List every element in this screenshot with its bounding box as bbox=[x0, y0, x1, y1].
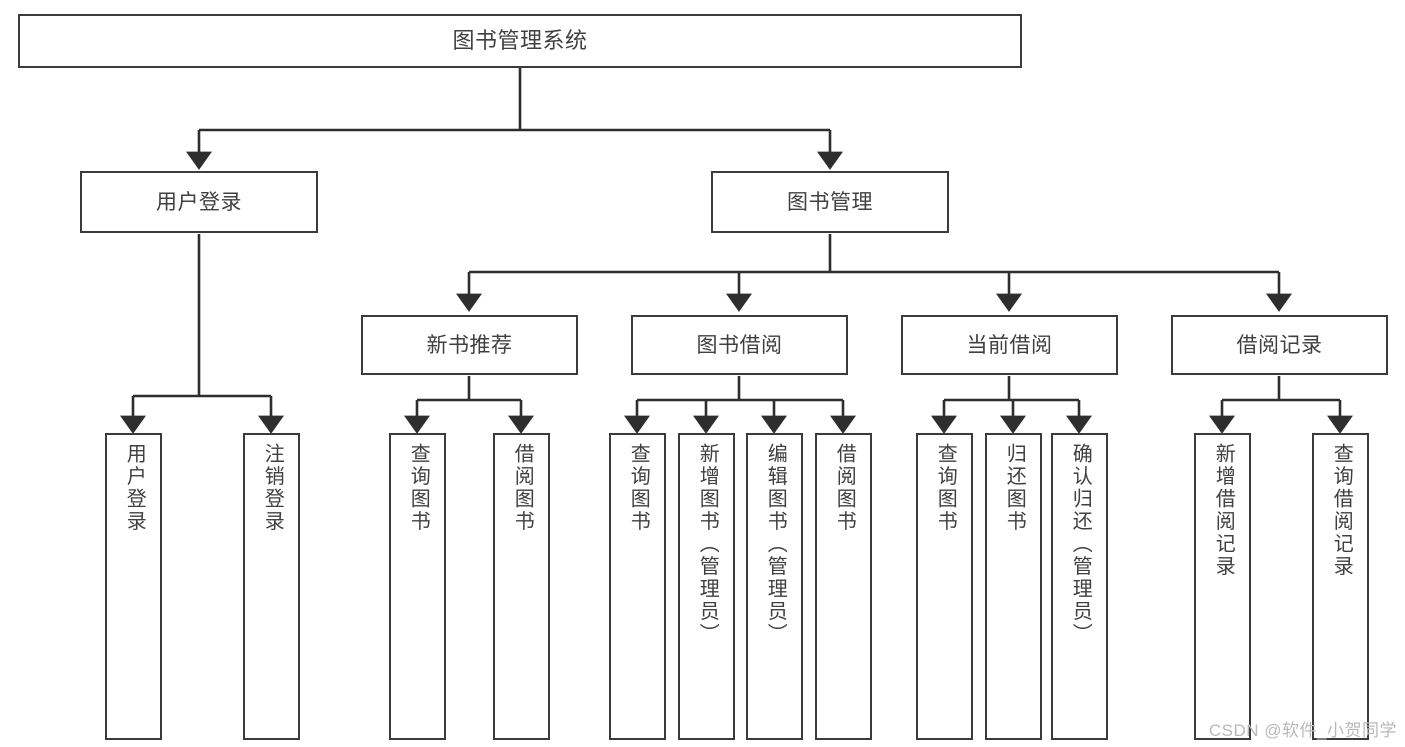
leaf-book-borrow-borrow-label: 借阅图书 bbox=[833, 443, 856, 533]
leaf-current-borrow-query-label: 查询图书 bbox=[934, 443, 957, 533]
node-current-borrow-label: 当前借阅 bbox=[966, 333, 1053, 357]
node-user-login[interactable]: 用户登录 bbox=[80, 171, 318, 233]
leaf-new-book-query-label: 查询图书 bbox=[407, 443, 430, 533]
leaf-new-book-borrow[interactable]: 借阅图书 bbox=[493, 433, 550, 740]
leaf-current-borrow-query[interactable]: 查询图书 bbox=[916, 433, 973, 740]
leaf-current-borrow-return[interactable]: 归还图书 bbox=[985, 433, 1042, 740]
leaf-book-borrow-query[interactable]: 查询图书 bbox=[609, 433, 666, 740]
leaf-book-borrow-edit[interactable]: 编辑图书（管理员） bbox=[746, 433, 803, 740]
leaf-user-login-logout-label: 注销登录 bbox=[261, 443, 284, 533]
leaf-book-borrow-add[interactable]: 新增图书（管理员） bbox=[678, 433, 735, 740]
leaf-user-login-login[interactable]: 用户登录 bbox=[105, 433, 162, 740]
leaf-current-borrow-confirm-label: 确认归还（管理员） bbox=[1069, 443, 1092, 646]
node-new-book-recommend[interactable]: 新书推荐 bbox=[361, 315, 578, 375]
node-root[interactable]: 图书管理系统 bbox=[18, 14, 1022, 68]
leaf-book-borrow-query-label: 查询图书 bbox=[627, 443, 650, 533]
node-current-borrow[interactable]: 当前借阅 bbox=[901, 315, 1118, 375]
leaf-user-login-login-label: 用户登录 bbox=[123, 443, 146, 533]
leaf-user-login-logout[interactable]: 注销登录 bbox=[243, 433, 300, 740]
leaf-book-borrow-borrow[interactable]: 借阅图书 bbox=[815, 433, 872, 740]
node-book-borrow-label: 图书借阅 bbox=[696, 333, 783, 357]
leaf-borrow-record-add[interactable]: 新增借阅记录 bbox=[1194, 433, 1251, 740]
leaf-new-book-query[interactable]: 查询图书 bbox=[389, 433, 446, 740]
leaf-new-book-borrow-label: 借阅图书 bbox=[511, 443, 534, 533]
leaf-current-borrow-confirm[interactable]: 确认归还（管理员） bbox=[1051, 433, 1108, 740]
node-new-book-recommend-label: 新书推荐 bbox=[426, 333, 513, 357]
node-book-management-label: 图书管理 bbox=[787, 190, 873, 214]
csdn-watermark: CSDN @软件_小贺同学 bbox=[1208, 721, 1397, 740]
node-user-login-label: 用户登录 bbox=[156, 190, 242, 214]
node-borrow-record[interactable]: 借阅记录 bbox=[1171, 315, 1388, 375]
leaf-borrow-record-query-label: 查询借阅记录 bbox=[1330, 443, 1353, 578]
node-book-management[interactable]: 图书管理 bbox=[711, 171, 949, 233]
leaf-current-borrow-return-label: 归还图书 bbox=[1003, 443, 1026, 533]
leaf-book-borrow-add-label: 新增图书（管理员） bbox=[696, 443, 719, 646]
node-root-label: 图书管理系统 bbox=[452, 28, 588, 53]
node-book-borrow[interactable]: 图书借阅 bbox=[631, 315, 848, 375]
node-borrow-record-label: 借阅记录 bbox=[1236, 333, 1323, 357]
leaf-borrow-record-query[interactable]: 查询借阅记录 bbox=[1312, 433, 1369, 740]
leaf-borrow-record-add-label: 新增借阅记录 bbox=[1212, 443, 1235, 578]
leaf-book-borrow-edit-label: 编辑图书（管理员） bbox=[764, 443, 787, 646]
